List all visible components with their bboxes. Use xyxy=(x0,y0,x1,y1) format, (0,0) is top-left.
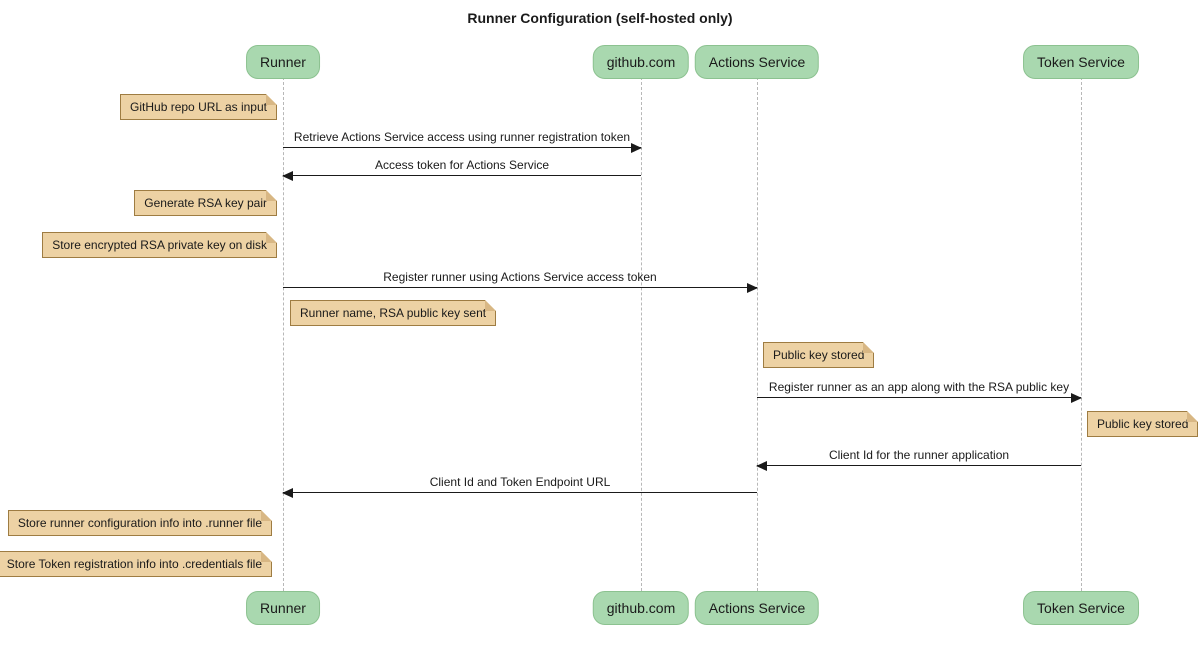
message-label: Client Id and Token Endpoint URL xyxy=(429,475,611,489)
note-text: Public key stored xyxy=(773,348,865,362)
participant-github-bottom: github.com xyxy=(592,591,690,625)
note-fold-icon xyxy=(261,510,272,521)
participant-label: Runner xyxy=(260,600,306,616)
participant-token-service-bottom: Token Service xyxy=(1023,591,1139,625)
message-label: Register runner as an app along with the… xyxy=(768,380,1070,394)
note-text: Store runner configuration info into .ru… xyxy=(17,516,262,530)
note-fold-icon xyxy=(266,232,277,243)
arrow-line xyxy=(757,393,1082,403)
participant-label: Runner xyxy=(260,54,306,70)
participant-token-service-top: Token Service xyxy=(1023,45,1139,79)
participant-actions-service-bottom: Actions Service xyxy=(694,591,820,625)
arrow-line xyxy=(756,461,1081,471)
participant-label: github.com xyxy=(606,600,676,616)
arrowhead-right-icon xyxy=(747,283,758,293)
message-label: Client Id for the runner application xyxy=(828,448,1010,462)
note-store-runner-file: Store runner configuration info into .ru… xyxy=(7,510,272,536)
arrow-line xyxy=(283,283,758,293)
lifeline-runner xyxy=(283,77,284,591)
note-text: Generate RSA key pair xyxy=(144,196,267,210)
message-client-id-endpoint: Client Id and Token Endpoint URL xyxy=(282,475,757,498)
note-github-repo-input: GitHub repo URL as input xyxy=(120,94,277,120)
arrow-line xyxy=(283,143,642,153)
note-public-key-stored-token: Public key stored xyxy=(1087,411,1199,437)
message-client-id: Client Id for the runner application xyxy=(756,448,1081,471)
note-public-key-stored-actions: Public key stored xyxy=(763,342,875,368)
participant-runner-top: Runner xyxy=(246,45,320,79)
lifeline-actions-service xyxy=(757,77,758,591)
note-generate-rsa: Generate RSA key pair xyxy=(134,190,277,216)
diagram-title: Runner Configuration (self-hosted only) xyxy=(467,10,733,26)
participant-label: Token Service xyxy=(1037,54,1125,70)
participant-label: Actions Service xyxy=(708,600,806,616)
note-store-credentials-file: Store Token registration info into .cred… xyxy=(0,551,272,577)
message-label: Register runner using Actions Service ac… xyxy=(383,270,657,284)
participant-label: Actions Service xyxy=(708,54,806,70)
arrow-line xyxy=(282,171,641,181)
note-fold-icon xyxy=(261,551,272,562)
note-fold-icon xyxy=(1187,411,1199,422)
message-access-token: Access token for Actions Service xyxy=(282,158,641,181)
participant-actions-service-top: Actions Service xyxy=(694,45,820,79)
arrowhead-right-icon xyxy=(631,143,642,153)
note-text: Public key stored xyxy=(1097,417,1189,431)
note-store-private-key: Store encrypted RSA private key on disk xyxy=(42,232,277,258)
arrow-line xyxy=(282,488,757,498)
note-text: Runner name, RSA public key sent xyxy=(300,306,487,320)
arrowhead-left-icon xyxy=(282,488,293,498)
participant-runner-bottom: Runner xyxy=(246,591,320,625)
arrowhead-left-icon xyxy=(756,461,767,471)
message-retrieve-actions-access: Retrieve Actions Service access using ru… xyxy=(283,130,642,153)
participant-label: github.com xyxy=(606,54,676,70)
arrowhead-right-icon xyxy=(1071,393,1082,403)
note-text: GitHub repo URL as input xyxy=(130,100,267,114)
note-fold-icon xyxy=(485,300,497,311)
message-register-app: Register runner as an app along with the… xyxy=(757,380,1082,403)
note-fold-icon xyxy=(266,94,277,105)
message-register-runner: Register runner using Actions Service ac… xyxy=(283,270,758,293)
arrowhead-left-icon xyxy=(282,171,293,181)
message-label: Retrieve Actions Service access using ru… xyxy=(293,130,631,144)
lifeline-github xyxy=(641,77,642,591)
note-text: Store Token registration info into .cred… xyxy=(6,557,262,571)
participant-github-top: github.com xyxy=(592,45,690,79)
participant-label: Token Service xyxy=(1037,600,1125,616)
note-fold-icon xyxy=(863,342,875,353)
message-label: Access token for Actions Service xyxy=(374,158,550,172)
note-runner-name-sent: Runner name, RSA public key sent xyxy=(290,300,497,326)
lifeline-token-service xyxy=(1081,77,1082,591)
note-fold-icon xyxy=(266,190,277,201)
note-text: Store encrypted RSA private key on disk xyxy=(52,238,267,252)
